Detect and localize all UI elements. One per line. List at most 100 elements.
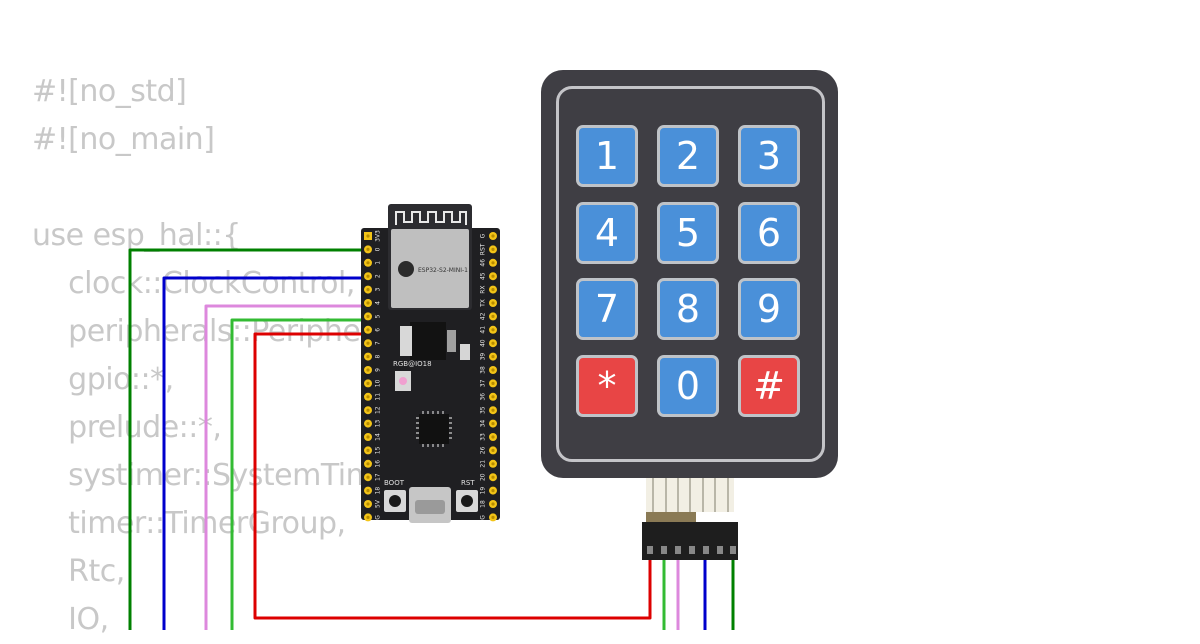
key-2[interactable]: 2	[657, 125, 719, 187]
pin-hole	[491, 422, 495, 426]
pin-hole	[366, 288, 370, 292]
pin-label: 10	[375, 379, 382, 387]
pin-label: 3	[375, 288, 382, 292]
pin-label: 45	[480, 272, 487, 280]
boot-button-cap[interactable]	[389, 495, 401, 507]
mcu-chip	[419, 414, 449, 444]
pin-label: 9	[375, 368, 382, 372]
rst-button-cap[interactable]	[461, 495, 473, 507]
pin-label: 13	[375, 420, 382, 428]
wire-4	[230, 318, 368, 630]
pin-hole	[491, 395, 495, 399]
wires	[128, 248, 735, 630]
pin-hole	[366, 435, 370, 439]
pin-label: 2	[375, 274, 382, 278]
key-star[interactable]: *	[576, 355, 638, 417]
pin-label: 37	[480, 379, 487, 387]
key-1[interactable]: 1	[576, 125, 638, 187]
pin-hole	[491, 234, 495, 238]
pin-hole	[366, 274, 370, 278]
pin-label: 20	[480, 473, 487, 481]
pin-hole	[491, 489, 495, 493]
pin-hole	[491, 475, 495, 479]
pin-label: 46	[480, 259, 487, 267]
pin-label: RX	[480, 285, 487, 293]
led-label: RGB@IO18	[393, 360, 432, 368]
key-9[interactable]: 9	[738, 278, 800, 340]
code-line: systimer::SystemTimer,	[32, 458, 414, 493]
pin-hole	[366, 515, 370, 520]
pin-label: 0	[375, 247, 382, 251]
pin-hole	[491, 462, 495, 466]
pin-hole	[491, 502, 495, 506]
key-8[interactable]: 8	[657, 278, 719, 340]
pin-hole	[491, 515, 495, 520]
pin-hole	[491, 328, 495, 332]
pin-label: G	[375, 515, 382, 520]
pin-hole	[366, 395, 370, 399]
pin-label: 35	[480, 406, 487, 414]
pin-label: 14	[375, 433, 382, 441]
key-0[interactable]: 0	[657, 355, 719, 417]
regulator-tab	[400, 326, 412, 356]
pin-label: 18	[375, 487, 382, 495]
pin-hole	[366, 462, 370, 466]
pin-label: 26	[480, 446, 487, 454]
pin-label: 6	[375, 328, 382, 332]
pin-label: TX	[480, 299, 487, 308]
key-3[interactable]: 3	[738, 125, 800, 187]
pin-hole	[366, 489, 370, 493]
pin-label: 5V	[375, 499, 382, 508]
pin-label: 21	[480, 460, 487, 468]
pin-hole	[366, 301, 370, 305]
pin-label: 33	[480, 433, 487, 441]
pin-hole	[366, 408, 370, 412]
code-line: Rtc,	[32, 554, 125, 589]
wire-5	[253, 332, 652, 620]
pin-hole	[491, 408, 495, 412]
pin-hole	[366, 234, 370, 238]
pin-label: 11	[375, 393, 382, 401]
pin-label: 36	[480, 393, 487, 401]
pin-label: 40	[480, 339, 487, 347]
key-5[interactable]: 5	[657, 202, 719, 264]
pin-label: G	[480, 233, 487, 238]
pin-hole	[366, 355, 370, 359]
pin-hole	[491, 355, 495, 359]
antenna-trace	[395, 211, 467, 225]
pin-hole	[491, 261, 495, 265]
mcu-chip-pins	[416, 411, 452, 447]
keypad-ribbon-connector	[642, 478, 738, 560]
key-hash[interactable]: #	[738, 355, 800, 417]
pin-hole	[491, 341, 495, 345]
esp32-s2-board: ESP32-S2-MINI-1 RGB@IO18 BOOT RST 3V3012…	[361, 204, 500, 523]
pin-hole	[366, 381, 370, 385]
pin-hole	[366, 247, 370, 251]
module-label: ESP32-S2-MINI-1	[418, 267, 468, 274]
key-7[interactable]: 7	[576, 278, 638, 340]
pin-label: G	[480, 515, 487, 520]
code-line: gpio::*,	[32, 362, 174, 397]
pin-label: 15	[375, 446, 382, 454]
keypad: 1 2 3 4 5 6 7 8 9 * 0 #	[541, 70, 838, 478]
code-line: use esp_hal::{	[32, 218, 241, 253]
pin-hole	[366, 368, 370, 372]
code-line: #![no_std]	[32, 74, 187, 109]
pin-label: 42	[480, 312, 487, 320]
usb-port	[415, 500, 445, 514]
pin-hole	[491, 314, 495, 318]
pin-label: RST	[480, 243, 487, 255]
pin-label: 18	[480, 500, 487, 508]
right-pin-header: GRST4645RXTX4241403938373635343326212019…	[480, 232, 497, 522]
rgb-led-lens	[399, 377, 407, 385]
pin-label: 12	[375, 406, 382, 414]
key-6[interactable]: 6	[738, 202, 800, 264]
key-4[interactable]: 4	[576, 202, 638, 264]
smd-component	[460, 344, 470, 360]
pin-hole	[366, 422, 370, 426]
pin-hole	[491, 381, 495, 385]
pin-hole	[366, 502, 370, 506]
pin-label: 19	[480, 487, 487, 495]
header-housing	[642, 522, 738, 560]
